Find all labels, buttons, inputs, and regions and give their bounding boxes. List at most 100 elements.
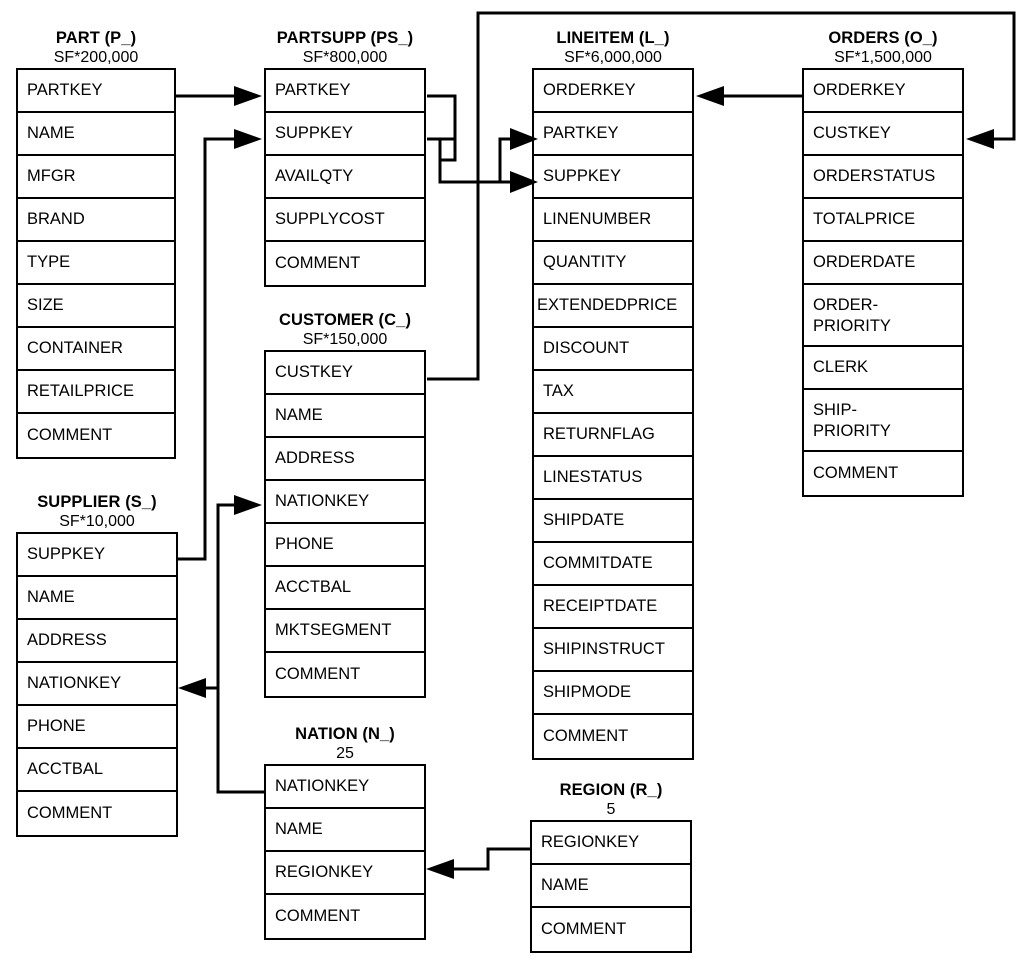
table-supplier: SUPPLIER (S_) SF*10,000 SUPPKEY NAME ADD… xyxy=(16,492,178,837)
field-lineitem-partkey: PARTKEY xyxy=(534,113,692,156)
table-region-box: REGIONKEY NAME COMMENT xyxy=(530,820,692,953)
field-part-size: SIZE xyxy=(18,285,174,328)
table-orders-cardinality: SF*1,500,000 xyxy=(834,49,932,66)
rel-orders-orderkey-to-lineitem-orderkey xyxy=(696,86,802,106)
table-lineitem-box: ORDERKEY PARTKEY SUPPKEY LINENUMBER QUAN… xyxy=(532,68,694,760)
field-customer-acctbal: ACCTBAL xyxy=(266,567,424,610)
field-orders-orderkey: ORDERKEY xyxy=(804,70,962,113)
table-nation-title: NATION (N_) xyxy=(295,725,395,743)
field-part-type: TYPE xyxy=(18,242,174,285)
field-lineitem-shipinstruct: SHIPINSTRUCT xyxy=(534,629,692,672)
table-lineitem-cardinality: SF*6,000,000 xyxy=(564,49,662,66)
field-part-name: NAME xyxy=(18,113,174,156)
field-customer-custkey: CUSTKEY xyxy=(266,352,424,395)
field-partsupp-supplycost: SUPPLYCOST xyxy=(266,199,424,242)
field-nation-name: NAME xyxy=(266,809,424,852)
table-partsupp-title: PARTSUPP (PS_) xyxy=(276,29,414,47)
table-lineitem-title: LINEITEM (L_) xyxy=(556,29,670,47)
table-region-cardinality: 5 xyxy=(606,801,616,818)
table-region-title: REGION (R_) xyxy=(559,781,663,799)
table-lineitem: LINEITEM (L_) SF*6,000,000 ORDERKEY PART… xyxy=(532,28,694,760)
field-customer-address: ADDRESS xyxy=(266,438,424,481)
field-lineitem-receiptdate: RECEIPTDATE xyxy=(534,586,692,629)
table-partsupp-box: PARTKEY SUPPKEY AVAILQTY SUPPLYCOST COMM… xyxy=(264,68,426,287)
field-orders-comment: COMMENT xyxy=(804,452,962,495)
field-region-regionkey: REGIONKEY xyxy=(532,822,690,865)
field-orders-custkey: CUSTKEY xyxy=(804,113,962,156)
field-orders-totalprice: TOTALPRICE xyxy=(804,199,962,242)
field-customer-comment: COMMENT xyxy=(266,653,424,696)
table-nation: NATION (N_) 25 NATIONKEY NAME REGIONKEY … xyxy=(264,724,426,940)
table-nation-box: NATIONKEY NAME REGIONKEY COMMENT xyxy=(264,764,426,940)
field-lineitem-quantity: QUANTITY xyxy=(534,242,692,285)
field-orders-shippriority-text: SHIP-PRIORITY xyxy=(813,400,891,440)
table-orders-box: ORDERKEY CUSTKEY ORDERSTATUS TOTALPRICE … xyxy=(802,68,964,497)
field-partsupp-availqty: AVAILQTY xyxy=(266,156,424,199)
field-customer-name: NAME xyxy=(266,395,424,438)
field-part-mfgr: MFGR xyxy=(18,156,174,199)
field-part-partkey: PARTKEY xyxy=(18,70,174,113)
table-partsupp-cardinality: SF*800,000 xyxy=(302,49,388,66)
field-lineitem-shipmode: SHIPMODE xyxy=(534,672,692,715)
field-part-container: CONTAINER xyxy=(18,328,174,371)
field-lineitem-tax: TAX xyxy=(534,371,692,414)
field-part-brand: BRAND xyxy=(18,199,174,242)
field-orders-clerk: CLERK xyxy=(804,347,962,390)
table-orders-title: ORDERS (O_) xyxy=(828,29,938,47)
field-lineitem-returnflag: RETURNFLAG xyxy=(534,414,692,457)
field-supplier-nationkey: NATIONKEY xyxy=(18,663,176,706)
table-customer: CUSTOMER (C_) SF*150,000 CUSTKEY NAME AD… xyxy=(264,310,426,698)
table-supplier-box: SUPPKEY NAME ADDRESS NATIONKEY PHONE ACC… xyxy=(16,532,178,837)
field-part-comment: COMMENT xyxy=(18,414,174,457)
field-supplier-phone: PHONE xyxy=(18,706,176,749)
rel-partsupp-to-lineitem xyxy=(427,94,538,193)
table-orders: ORDERS (O_) SF*1,500,000 ORDERKEY CUSTKE… xyxy=(802,28,964,497)
field-lineitem-linestatus: LINESTATUS xyxy=(534,457,692,500)
field-orders-orderdate: ORDERDATE xyxy=(804,242,962,285)
field-lineitem-suppkey: SUPPKEY xyxy=(534,156,692,199)
field-orders-orderpriority-text: ORDER-PRIORITY xyxy=(813,295,891,335)
table-supplier-cardinality: SF*10,000 xyxy=(59,513,135,530)
field-supplier-comment: COMMENT xyxy=(18,792,176,835)
rel-supplier-suppkey-to-partsupp-suppkey xyxy=(178,129,262,561)
field-nation-comment: COMMENT xyxy=(266,895,424,938)
field-partsupp-comment: COMMENT xyxy=(266,242,424,285)
field-customer-phone: PHONE xyxy=(266,524,424,567)
field-lineitem-linenumber: LINENUMBER xyxy=(534,199,692,242)
table-customer-box: CUSTKEY NAME ADDRESS NATIONKEY PHONE ACC… xyxy=(264,350,426,698)
rel-nation-nationkey-to-customer-nationkey xyxy=(216,495,264,794)
field-partsupp-partkey: PARTKEY xyxy=(266,70,424,113)
field-lineitem-shipdate: SHIPDATE xyxy=(534,500,692,543)
table-nation-cardinality: 25 xyxy=(336,745,354,762)
field-nation-regionkey: REGIONKEY xyxy=(266,852,424,895)
field-lineitem-comment: COMMENT xyxy=(534,715,692,758)
field-orders-shippriority: SHIP-PRIORITY xyxy=(804,390,962,452)
field-customer-nationkey: NATIONKEY xyxy=(266,481,424,524)
field-region-name: NAME xyxy=(532,865,690,908)
field-lineitem-extendedprice: EXTENDEDPRICE xyxy=(534,285,692,328)
table-part-box: PARTKEY NAME MFGR BRAND TYPE SIZE CONTAI… xyxy=(16,68,176,459)
field-lineitem-discount: DISCOUNT xyxy=(534,328,692,371)
rel-nation-nationkey-to-supplier-nationkey xyxy=(178,678,218,698)
table-part-title: PART (P_) xyxy=(55,29,137,47)
rel-region-regionkey-to-nation-regionkey xyxy=(426,847,530,879)
field-orders-orderstatus: ORDERSTATUS xyxy=(804,156,962,199)
field-part-retailprice: RETAILPRICE xyxy=(18,371,174,414)
field-orders-orderpriority: ORDER-PRIORITY xyxy=(804,285,962,347)
table-partsupp: PARTSUPP (PS_) SF*800,000 PARTKEY SUPPKE… xyxy=(264,28,426,287)
table-customer-title: CUSTOMER (C_) xyxy=(278,311,412,329)
table-part-cardinality: SF*200,000 xyxy=(53,49,139,66)
rel-part-partkey-to-partsupp-partkey xyxy=(176,86,262,106)
table-region: REGION (R_) 5 REGIONKEY NAME COMMENT xyxy=(530,780,692,953)
field-partsupp-suppkey: SUPPKEY xyxy=(266,113,424,156)
field-supplier-suppkey: SUPPKEY xyxy=(18,534,176,577)
field-region-comment: COMMENT xyxy=(532,908,690,951)
field-supplier-address: ADDRESS xyxy=(18,620,176,663)
field-customer-mktsegment: MKTSEGMENT xyxy=(266,610,424,653)
table-supplier-title: SUPPLIER (S_) xyxy=(37,493,157,511)
field-nation-nationkey: NATIONKEY xyxy=(266,766,424,809)
table-customer-cardinality: SF*150,000 xyxy=(302,331,388,348)
table-part: PART (P_) SF*200,000 PARTKEY NAME MFGR B… xyxy=(16,28,176,459)
field-lineitem-orderkey: ORDERKEY xyxy=(534,70,692,113)
